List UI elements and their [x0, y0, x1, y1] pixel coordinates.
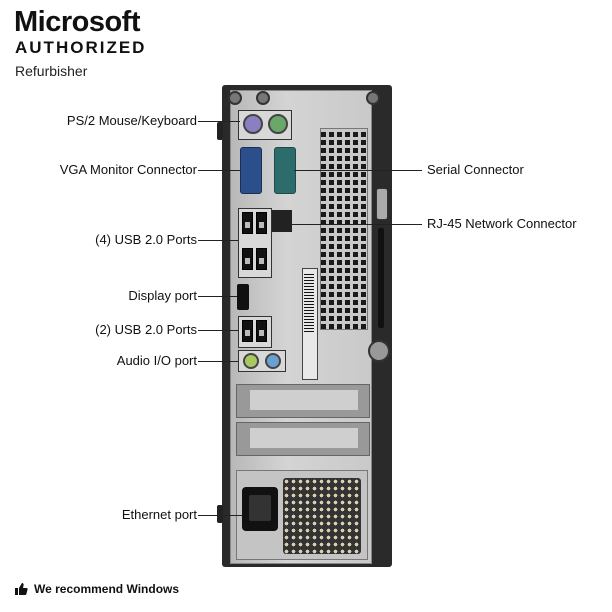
- label-ps2: PS/2 Mouse/Keyboard: [66, 113, 197, 128]
- authorized-text: AUTHORIZED: [15, 38, 147, 57]
- label-audio: Audio I/O port: [116, 353, 197, 368]
- usb-port: [242, 212, 253, 234]
- case-latch-left: [217, 122, 223, 140]
- case-latch-right: [376, 188, 388, 220]
- ventilation-grille: [320, 128, 368, 330]
- label-display-port: Display port: [128, 288, 197, 303]
- thumbscrew: [368, 340, 390, 362]
- psu-fan-grille: [283, 478, 361, 554]
- usb-port: [256, 320, 267, 342]
- label-usb-bottom: (2) USB 2.0 Ports: [95, 322, 197, 337]
- usb-port: [256, 212, 267, 234]
- label-rj45: RJ-45 Network Connector: [427, 216, 577, 231]
- vga-port: [240, 147, 262, 194]
- serial-port: [274, 147, 296, 194]
- microsoft-logo-text: Microsoft: [14, 6, 141, 38]
- leader-line-display-port: [198, 296, 237, 297]
- case-handle-right: [378, 228, 384, 328]
- footer-text: We recommend Windows: [34, 582, 180, 596]
- screw-top-center: [256, 91, 270, 105]
- power-socket-pins: [249, 495, 271, 521]
- leader-line-serial: [294, 170, 422, 171]
- refurbisher-text: Refurbisher: [15, 63, 88, 79]
- footer: We recommend Windows: [14, 582, 179, 596]
- barcode: [304, 272, 314, 332]
- screw-top-right: [366, 91, 380, 105]
- leader-line-ethernet: [198, 515, 242, 516]
- display-port: [237, 284, 249, 310]
- thumbs-up-icon: [15, 583, 28, 595]
- audio-out-port: [265, 353, 281, 369]
- label-serial: Serial Connector: [427, 162, 524, 177]
- ps2-mouse-port: [243, 114, 263, 134]
- usb-port: [256, 248, 267, 270]
- case-latch-left-lower: [217, 505, 223, 523]
- leader-line-usb-bottom: [198, 330, 238, 331]
- usb-port: [242, 320, 253, 342]
- expansion-slot-cover-1: [250, 390, 358, 410]
- leader-line-ps2: [198, 121, 240, 122]
- leader-line-vga: [198, 170, 240, 171]
- rj45-port: [272, 210, 292, 232]
- ps2-keyboard-port: [268, 114, 288, 134]
- label-ethernet: Ethernet port: [121, 507, 197, 522]
- label-vga: VGA Monitor Connector: [59, 162, 197, 177]
- audio-in-port: [243, 353, 259, 369]
- screw-top-left: [228, 91, 242, 105]
- leader-line-audio: [198, 361, 238, 362]
- usb-port: [242, 248, 253, 270]
- leader-line-rj45: [292, 224, 422, 225]
- expansion-slot-cover-2: [250, 428, 358, 448]
- leader-line-usb-top: [198, 240, 238, 241]
- label-usb-top: (4) USB 2.0 Ports: [95, 232, 197, 247]
